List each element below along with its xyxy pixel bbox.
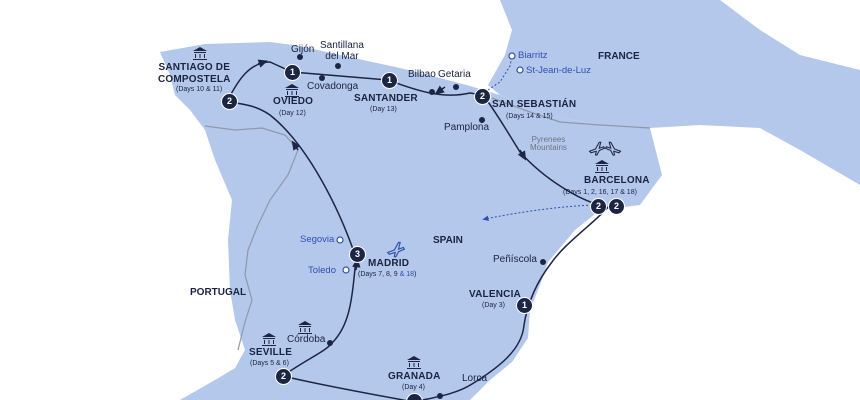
- nights-badge-oviedo: 1: [284, 64, 301, 81]
- dot-st-jean: [516, 66, 524, 74]
- landmark-icon: [595, 160, 609, 173]
- dot-segovia: [336, 236, 344, 244]
- nights-badge-santiago: 2: [221, 93, 238, 110]
- place-covadonga: Covadonga: [307, 81, 359, 92]
- route-arrow: [291, 140, 301, 151]
- dot-peniscola: [540, 259, 546, 265]
- nights-badge-madrid: 3: [349, 246, 366, 263]
- route-arrow: [352, 257, 361, 271]
- country-label-france: FRANCE: [598, 51, 640, 62]
- nights-badge-barcelona-2: 2: [608, 198, 625, 215]
- france-land: [488, 0, 860, 185]
- airplane-icon: [604, 141, 622, 156]
- landmark-icon: [262, 333, 276, 346]
- stop-days-valencia: (Day 3): [482, 302, 505, 309]
- stop-name-santander: SANTANDER: [354, 93, 418, 104]
- stop-days-seville: (Days 5 & 6): [250, 360, 289, 367]
- landmark-icon: [193, 47, 207, 60]
- landmark-icon: [285, 84, 299, 97]
- stop-days-santander: (Day 13): [370, 106, 397, 113]
- stop-name-seville: SEVILLE: [249, 347, 293, 358]
- optional-place-segovia: Segovia: [300, 234, 335, 245]
- stop-name-barcelona: BARCELONA: [584, 175, 650, 186]
- route-arrow: [257, 59, 268, 68]
- optional-place-biarritz: Biarritz: [518, 50, 548, 61]
- france-spain-border: [491, 97, 651, 129]
- stop-days-santiago: (Days 10 & 11): [176, 86, 223, 93]
- place-santillana: Santillana del Mar: [320, 40, 364, 62]
- iberia-land: [160, 42, 662, 400]
- dot-biarritz: [508, 52, 516, 60]
- dot-santillana: [335, 63, 341, 69]
- place-peniscola: Peñíscola: [493, 254, 537, 265]
- country-label-spain: SPAIN: [433, 235, 463, 246]
- stop-name-san-sebastian: SAN SEBASTIÁN: [492, 99, 577, 110]
- stop-name-valencia: VALENCIA: [469, 289, 521, 300]
- nights-badge-santander: 1: [381, 72, 398, 89]
- dot-bilbao: [429, 89, 435, 95]
- dot-cordoba: [327, 340, 333, 346]
- stop-days-san-sebastian: (Days 14 & 15): [506, 113, 553, 120]
- stop-name-madrid: MADRID: [368, 258, 410, 269]
- route-arrow: [434, 85, 446, 95]
- nights-badge-san-sebastian: 2: [474, 88, 491, 105]
- nights-badge-seville: 2: [275, 368, 292, 385]
- nights-badge-barcelona-1: 2: [590, 198, 607, 215]
- route-line: [227, 61, 611, 400]
- nights-badge-valencia: 1: [516, 297, 533, 314]
- dot-toledo: [342, 266, 350, 274]
- dot-getaria: [453, 84, 459, 90]
- dot-gijon: [297, 54, 303, 60]
- pyrenees-label: Pyrenees Mountains: [530, 135, 567, 152]
- stop-name-santiago: SANTIAGO DE COMPOSTELA: [158, 62, 231, 85]
- place-pamplona: Pamplona: [444, 122, 490, 133]
- optional-place-toledo: Toledo: [308, 265, 336, 276]
- dot-lorca: [437, 393, 443, 399]
- optional-place-st-jean: St-Jean-de-Luz: [526, 65, 591, 76]
- place-gijon: Gijón: [291, 44, 315, 55]
- stop-days-madrid: (Days 7, 8, 9 & 18): [358, 271, 417, 278]
- route-arrow: [517, 149, 527, 161]
- stop-days-oviedo: (Day 12): [279, 110, 306, 117]
- place-lorca: Lorca: [462, 373, 488, 384]
- country-label-portugal: PORTUGAL: [190, 287, 247, 298]
- optional-flight-barcelona-madrid: [482, 204, 597, 222]
- dot-covadonga: [319, 75, 325, 81]
- place-cordoba: Córdoba: [287, 334, 326, 345]
- stop-name-granada: GRANADA: [388, 371, 441, 382]
- airplane-icon: [386, 241, 406, 258]
- place-bilbao: Bilbao: [408, 69, 436, 80]
- landmark-icon: [407, 356, 421, 369]
- place-getaria: Getaria: [438, 69, 471, 80]
- stop-days-granada: (Day 4): [402, 384, 425, 391]
- airplane-icon: [588, 141, 606, 156]
- dot-pamplona: [479, 117, 485, 123]
- stop-name-oviedo: OVIEDO: [273, 96, 314, 107]
- landmark-icon: [298, 321, 312, 334]
- stop-days-barcelona: (Days 1, 2, 16, 17 & 18): [563, 189, 637, 196]
- portugal-border: [204, 125, 299, 351]
